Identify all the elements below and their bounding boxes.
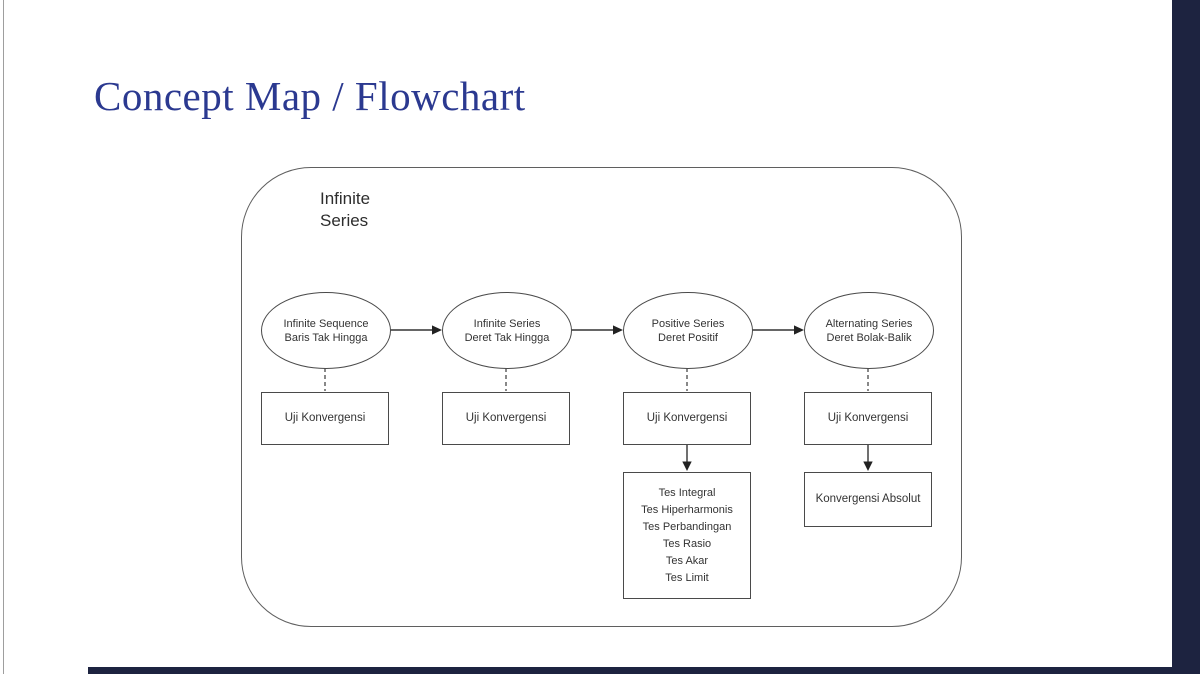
node-label-line1: Infinite Sequence — [283, 317, 369, 330]
right-edge-bar — [1172, 0, 1200, 674]
node-label-line1: Positive Series — [651, 317, 725, 330]
diagram-title: Infinite Series — [320, 188, 370, 232]
positive-test-item: Tes Rasio — [662, 537, 712, 550]
node-infinite-sequence: Infinite Sequence Baris Tak Hingga — [261, 292, 391, 369]
positive-test-item: Tes Perbandingan — [642, 520, 732, 533]
flowchart-container — [241, 167, 962, 627]
test-box-label: Uji Konvergensi — [827, 412, 909, 424]
node-label-line2: Deret Bolak-Balik — [826, 331, 912, 344]
absolute-convergence-label: Konvergensi Absolut — [815, 493, 921, 505]
diagram-title-line2: Series — [320, 211, 369, 230]
bottom-edge-bar — [88, 667, 1200, 674]
test-box-1: Uji Konvergensi — [261, 392, 389, 445]
test-box-label: Uji Konvergensi — [465, 412, 547, 424]
absolute-convergence-box: Konvergensi Absolut — [804, 472, 932, 527]
left-edge-line — [3, 0, 4, 674]
positive-test-item: Tes Hiperharmonis — [641, 503, 733, 516]
node-positive-series: Positive Series Deret Positif — [623, 292, 753, 369]
test-box-3: Uji Konvergensi — [623, 392, 751, 445]
test-box-2: Uji Konvergensi — [442, 392, 570, 445]
positive-tests-box: Tes Integral Tes Hiperharmonis Tes Perba… — [623, 472, 751, 599]
node-label-line2: Deret Positif — [658, 331, 718, 344]
test-box-4: Uji Konvergensi — [804, 392, 932, 445]
positive-test-item: Tes Akar — [665, 554, 709, 567]
node-infinite-series: Infinite Series Deret Tak Hingga — [442, 292, 572, 369]
test-box-label: Uji Konvergensi — [284, 412, 366, 424]
node-label-line2: Baris Tak Hingga — [284, 331, 368, 344]
node-alternating-series: Alternating Series Deret Bolak-Balik — [804, 292, 934, 369]
node-label-line1: Alternating Series — [825, 317, 913, 330]
positive-test-item: Tes Limit — [665, 571, 709, 584]
slide-title: Concept Map / Flowchart — [94, 73, 526, 119]
diagram-title-line1: Infinite — [320, 189, 371, 208]
node-label-line1: Infinite Series — [473, 317, 541, 330]
test-box-label: Uji Konvergensi — [646, 412, 728, 424]
positive-test-item: Tes Integral — [658, 486, 716, 499]
node-label-line2: Deret Tak Hingga — [464, 331, 550, 344]
